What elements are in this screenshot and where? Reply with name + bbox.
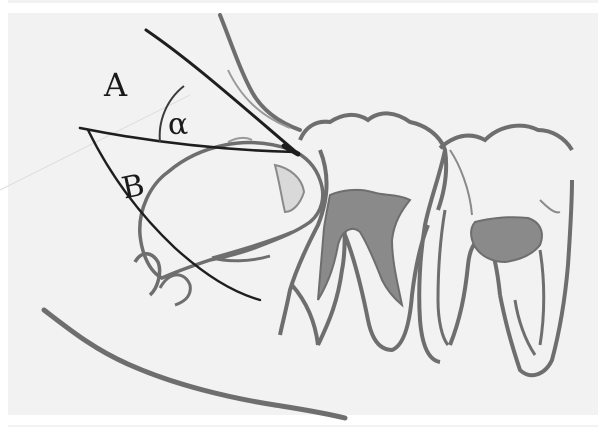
label-a: A [103,66,128,104]
label-angle-alpha: α [168,107,188,142]
